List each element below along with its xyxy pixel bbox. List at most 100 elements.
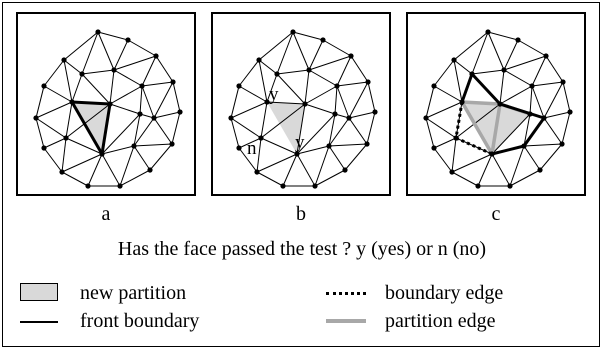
mesh-edge [113,55,157,71]
mesh-vertex [258,135,264,141]
legend-swatch-front-boundary [20,321,58,323]
mesh-edge [101,113,141,155]
mesh-vertex [33,115,39,121]
mesh-vertex [527,111,533,117]
mesh-vertex [489,151,495,157]
partition-edge [490,103,502,155]
mesh-vertex [125,37,131,43]
mesh-edge [35,117,67,139]
legend-swatch-new-partition [20,283,58,301]
mesh-vertex [346,115,352,121]
mesh-edge [238,85,268,103]
mesh-vertex [334,83,340,89]
mesh-edge [238,147,258,173]
mesh-edge [141,55,157,87]
mesh-edge [260,101,268,139]
mesh-edge [543,111,571,119]
mesh-edge [471,69,505,75]
new-partition-face [72,102,110,154]
mesh-edge [308,69,338,87]
mesh-edge [276,73,306,105]
legend-label-new-partition: new partition [80,282,187,304]
mesh-edge [258,59,278,75]
mesh-vertex [529,83,535,89]
mesh-edge [425,101,463,119]
mesh-edge [61,171,89,187]
mesh-edge [63,59,73,103]
mesh-edge [61,153,103,173]
panel-c [406,12,586,196]
mesh-vertex [63,135,69,141]
mesh-edge [153,111,181,119]
mesh-edge [133,145,151,171]
mesh-edge [451,171,479,187]
mesh-edge [109,85,143,105]
panel-b: y n y [211,12,391,196]
partition-edge [460,101,494,155]
mesh-vertex [59,169,65,175]
mesh-edge [433,59,455,87]
boundary-edge [454,101,464,139]
mesh-edge [81,31,99,75]
mesh-edge [509,169,541,187]
mesh-vertex [497,101,503,107]
mesh-edge [101,145,135,155]
mesh-vertex [560,79,566,85]
mesh-edge [523,145,541,171]
mesh-edge [292,31,310,71]
mesh-a [33,29,183,189]
mesh-edge [127,39,157,57]
mesh-vertex [151,115,157,121]
mesh-vertex [41,83,47,89]
mesh-vertex [312,183,318,189]
mesh-edge [63,31,99,61]
mesh-vertex [507,183,513,189]
mesh-edge [149,143,173,171]
mesh-edge [43,85,73,103]
mesh-edge [531,85,545,119]
mesh-edge [499,69,505,105]
mesh-vertex [342,167,348,173]
mesh-edge [109,69,115,105]
mesh-edge [260,103,306,139]
mesh-vertex [364,141,370,147]
mesh-edge [453,59,473,75]
front-boundary-edge [499,102,545,120]
mesh-edge [433,147,453,173]
mesh-edge [562,81,571,113]
mesh-edge [503,69,533,87]
mesh-edge [433,85,463,103]
mesh-edge [455,103,501,139]
mesh-edge [509,145,525,187]
mesh-edge [65,137,103,155]
legend-label-front-boundary: front boundary [80,310,200,332]
mesh-edge [101,153,121,187]
mesh-edge [491,153,511,187]
mesh-vertex [485,29,491,35]
mesh-edge [230,101,268,119]
mesh-vertex [85,183,91,189]
mesh-vertex [147,167,153,173]
mesh-vertex [274,71,280,77]
mesh-vertex [264,99,270,105]
mesh-edge [141,85,155,119]
mesh-vertex [326,143,332,149]
mesh-edge [523,113,531,147]
mesh-edge [328,143,368,147]
mesh-edge [503,55,547,71]
mesh-edge [119,145,135,187]
mesh-edge [139,85,143,115]
mesh-vertex [302,101,308,107]
mesh-vertex [521,143,527,149]
mesh-edge [336,85,350,119]
panel-label-a: a [101,203,111,225]
partition-edge [461,100,501,106]
mesh-vertex [431,145,437,151]
mesh-vertex [280,183,286,189]
mesh-edge [230,117,262,139]
mesh-edge [266,73,278,103]
mesh-edge [314,145,330,187]
mesh-edge [172,81,181,113]
front-boundary-edge [71,100,111,106]
mesh-edge [155,55,174,83]
